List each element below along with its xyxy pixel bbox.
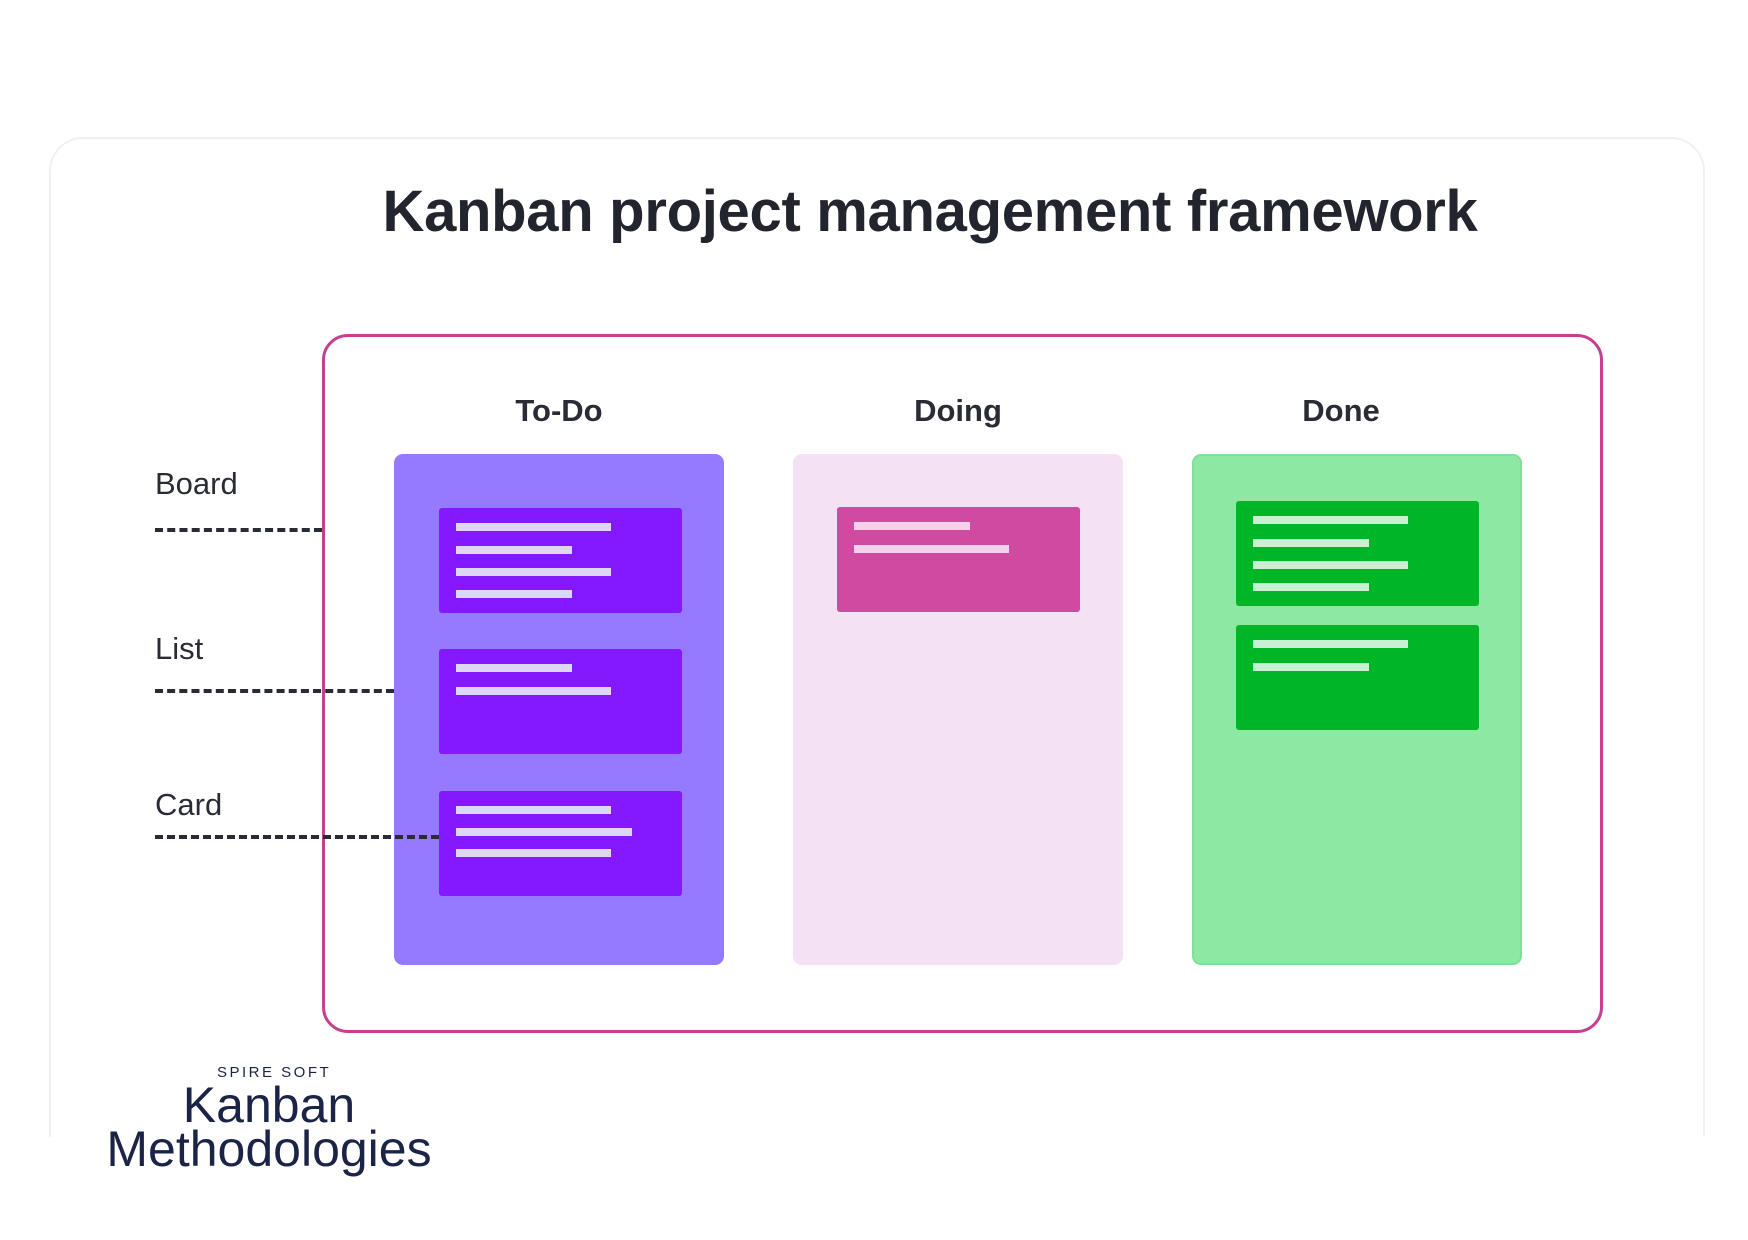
list-title-doing: Doing <box>914 393 1002 428</box>
card-text-line <box>1253 663 1369 671</box>
card-text-line <box>456 828 632 836</box>
brand-title-line2: Methodologies <box>106 1121 432 1177</box>
card <box>837 507 1080 612</box>
card-text-line <box>1253 583 1369 591</box>
list-todo <box>394 454 724 965</box>
card <box>1236 501 1479 606</box>
label-list: List <box>155 631 204 666</box>
card-text-line <box>854 522 970 530</box>
brand-title-line1: Kanban <box>182 1077 356 1133</box>
card-text-line <box>456 687 611 695</box>
card-text-line <box>456 590 572 598</box>
list-title-done: Done <box>1302 393 1380 428</box>
content-frame <box>49 137 1705 1137</box>
card-text-line <box>456 664 572 672</box>
card-text-line <box>456 568 611 576</box>
label-card: Card <box>155 787 223 822</box>
card-text-line <box>456 546 572 554</box>
card-text-line <box>456 806 611 814</box>
board-leader-line <box>155 528 322 532</box>
card <box>439 508 682 613</box>
brand-eyebrow: SPIRE SOFT <box>217 1064 332 1081</box>
card-text-line <box>1253 539 1369 547</box>
page-title: Kanban project management framework <box>382 179 1478 244</box>
card-text-line <box>854 545 1009 553</box>
card-text-line <box>1253 640 1408 648</box>
list-doing <box>793 454 1123 965</box>
card <box>439 791 682 896</box>
list-leader-line <box>155 689 394 693</box>
card-text-line <box>456 523 611 531</box>
card-text-line <box>456 849 611 857</box>
label-board: Board <box>155 466 238 501</box>
card <box>439 649 682 754</box>
card-text-line <box>1253 561 1408 569</box>
card <box>1236 625 1479 730</box>
card-text-line <box>1253 516 1408 524</box>
board-outline <box>322 334 1603 1033</box>
card-leader-line <box>155 835 439 839</box>
list-done <box>1192 454 1522 965</box>
list-title-todo: To-Do <box>515 393 603 428</box>
